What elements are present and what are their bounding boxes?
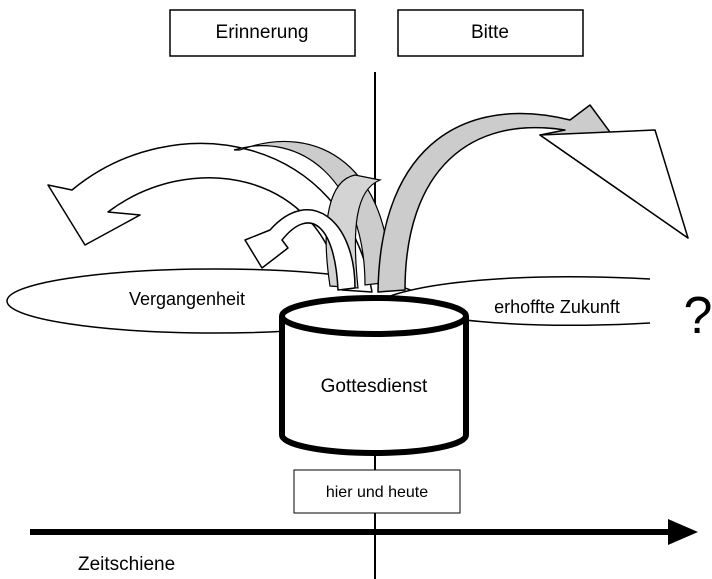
erinnerung-box: Erinnerung: [170, 10, 355, 56]
timeline-label: Zeitschiene: [78, 554, 175, 575]
timeline-arrow: [30, 519, 698, 545]
hier-und-heute-box: hier und heute: [294, 470, 460, 513]
question-mark: ?: [684, 287, 712, 345]
past-label: Vergangenheit: [129, 289, 245, 309]
gottesdienst-label: Gottesdienst: [321, 376, 428, 397]
bitte-box: Bitte: [398, 10, 583, 56]
bitte-label: Bitte: [471, 22, 509, 43]
arrow-to-future-large: [378, 105, 688, 292]
erinnerung-label: Erinnerung: [216, 22, 309, 43]
hier-und-heute-label: hier und heute: [326, 484, 428, 501]
future-label: erhoffte Zukunft: [494, 297, 620, 317]
